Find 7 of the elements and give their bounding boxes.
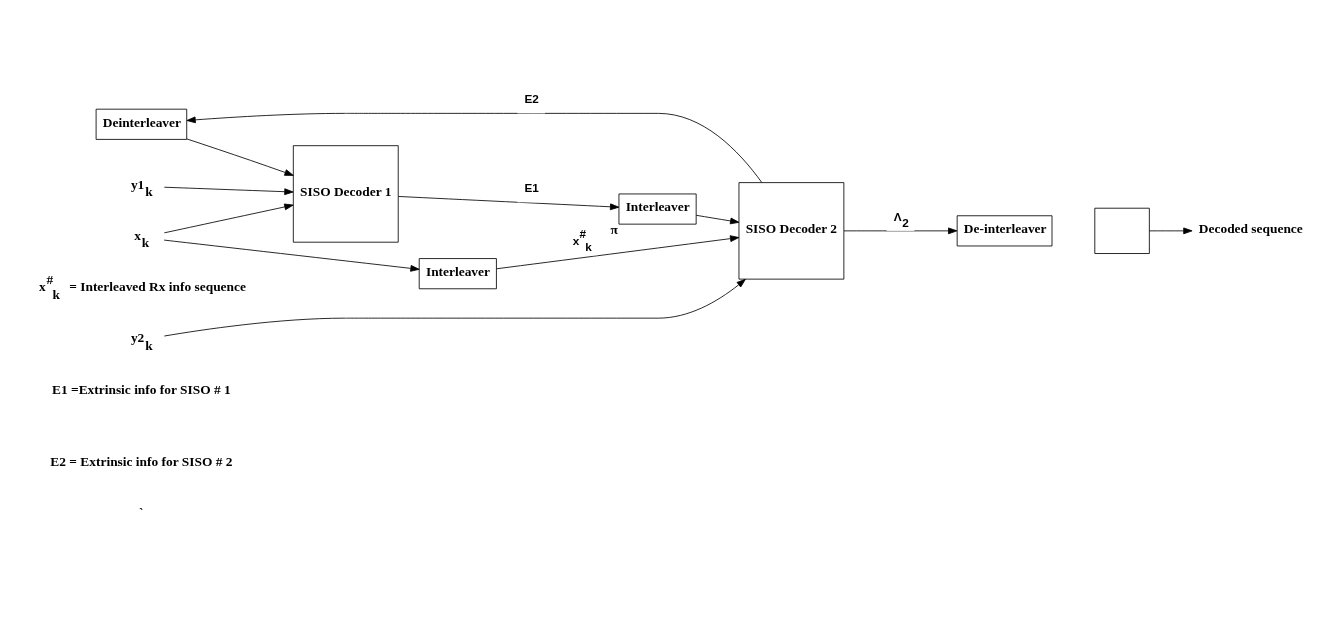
- label: E1 =Extrinsic info for SISO # 1: [52, 381, 231, 397]
- edge-label: E2: [524, 92, 539, 106]
- node-text: Decoded sequence: [1198, 221, 1303, 237]
- edge-label: E1: [524, 181, 539, 195]
- label: E2 = Extrinsic info for SISO # 2: [50, 453, 233, 469]
- node-label: π: [610, 222, 618, 238]
- label: `: [138, 504, 144, 520]
